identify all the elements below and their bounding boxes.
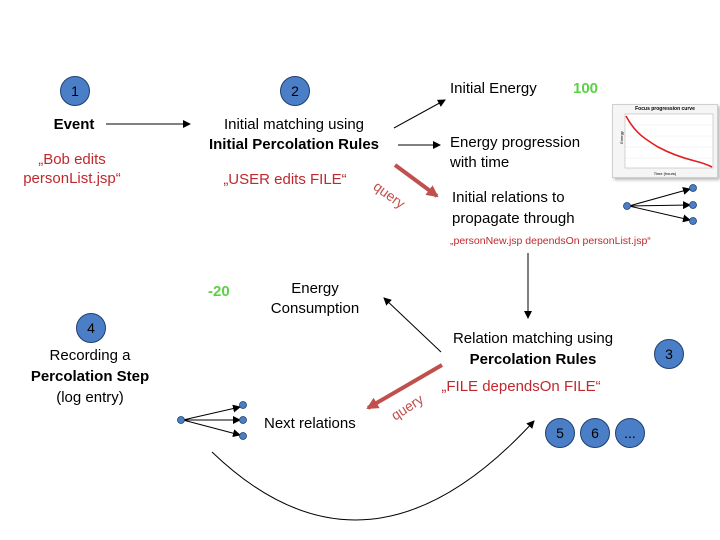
initial-matching-line2: Initial Percolation Rules [208, 136, 380, 153]
step-6-badge: 6 [580, 418, 610, 448]
event-example-line2: personList.jsp“ [23, 170, 121, 187]
step-1-badge: 1 [60, 76, 90, 106]
arrow-loop-to-next-steps [211, 420, 535, 521]
step-3-badge: 3 [654, 339, 684, 369]
relations-fan-bottom [177, 401, 247, 440]
recording-line2: Percolation Step [30, 368, 150, 385]
more-steps-badge: ... [615, 418, 645, 448]
relation-matching-line1: Relation matching using [452, 330, 614, 347]
initial-energy-label: Initial Energy [450, 80, 537, 97]
relations-fan-top [623, 184, 697, 225]
query-arrow-top [393, 163, 439, 198]
chart-title: Focus progression curve [635, 106, 695, 112]
recording-line3: (log entry) [56, 389, 124, 406]
energy-progression-line1: Energy progression [450, 134, 581, 151]
chart-xlabel: Time (hours) [653, 171, 677, 176]
recording-line1: Recording a [49, 347, 131, 364]
next-relations-label: Next relations [264, 415, 356, 432]
step-4-badge: 4 [76, 313, 106, 343]
energy-progression-line2: with time [450, 154, 510, 171]
initial-matching-line1: Initial matching using [223, 116, 365, 133]
query-arrow-bottom [366, 363, 444, 410]
arrow-to-initial-energy [393, 99, 446, 129]
initial-relations-example: „personNew.jsp dependsOn personList.jsp“ [450, 235, 651, 247]
event-title: Event [53, 116, 95, 133]
event-example-line1: „Bob edits [38, 151, 106, 168]
step-5-badge: 5 [545, 418, 575, 448]
step-2-badge: 2 [280, 76, 310, 106]
relation-matching-line2: Percolation Rules [469, 351, 597, 368]
energy-consumption-line1: Energy [291, 280, 339, 297]
initial-relations-line2: propagate through [452, 210, 575, 227]
initial-energy-value: 100 [573, 80, 599, 97]
chart-plot [624, 113, 714, 169]
initial-matching-example: „USER edits FILE“ [223, 171, 347, 188]
chart-curve [625, 115, 713, 168]
energy-consumption-line2: Consumption [270, 300, 360, 317]
energy-consumption-value: -20 [208, 283, 230, 300]
relation-matching-example: „FILE dependsOn FILE“ [441, 378, 601, 395]
initial-relations-line1: Initial relations to [452, 189, 565, 206]
arrow-to-energy-consumption [383, 297, 442, 353]
focus-progression-chart: Focus progression curve Energy Time (hou… [612, 104, 718, 178]
